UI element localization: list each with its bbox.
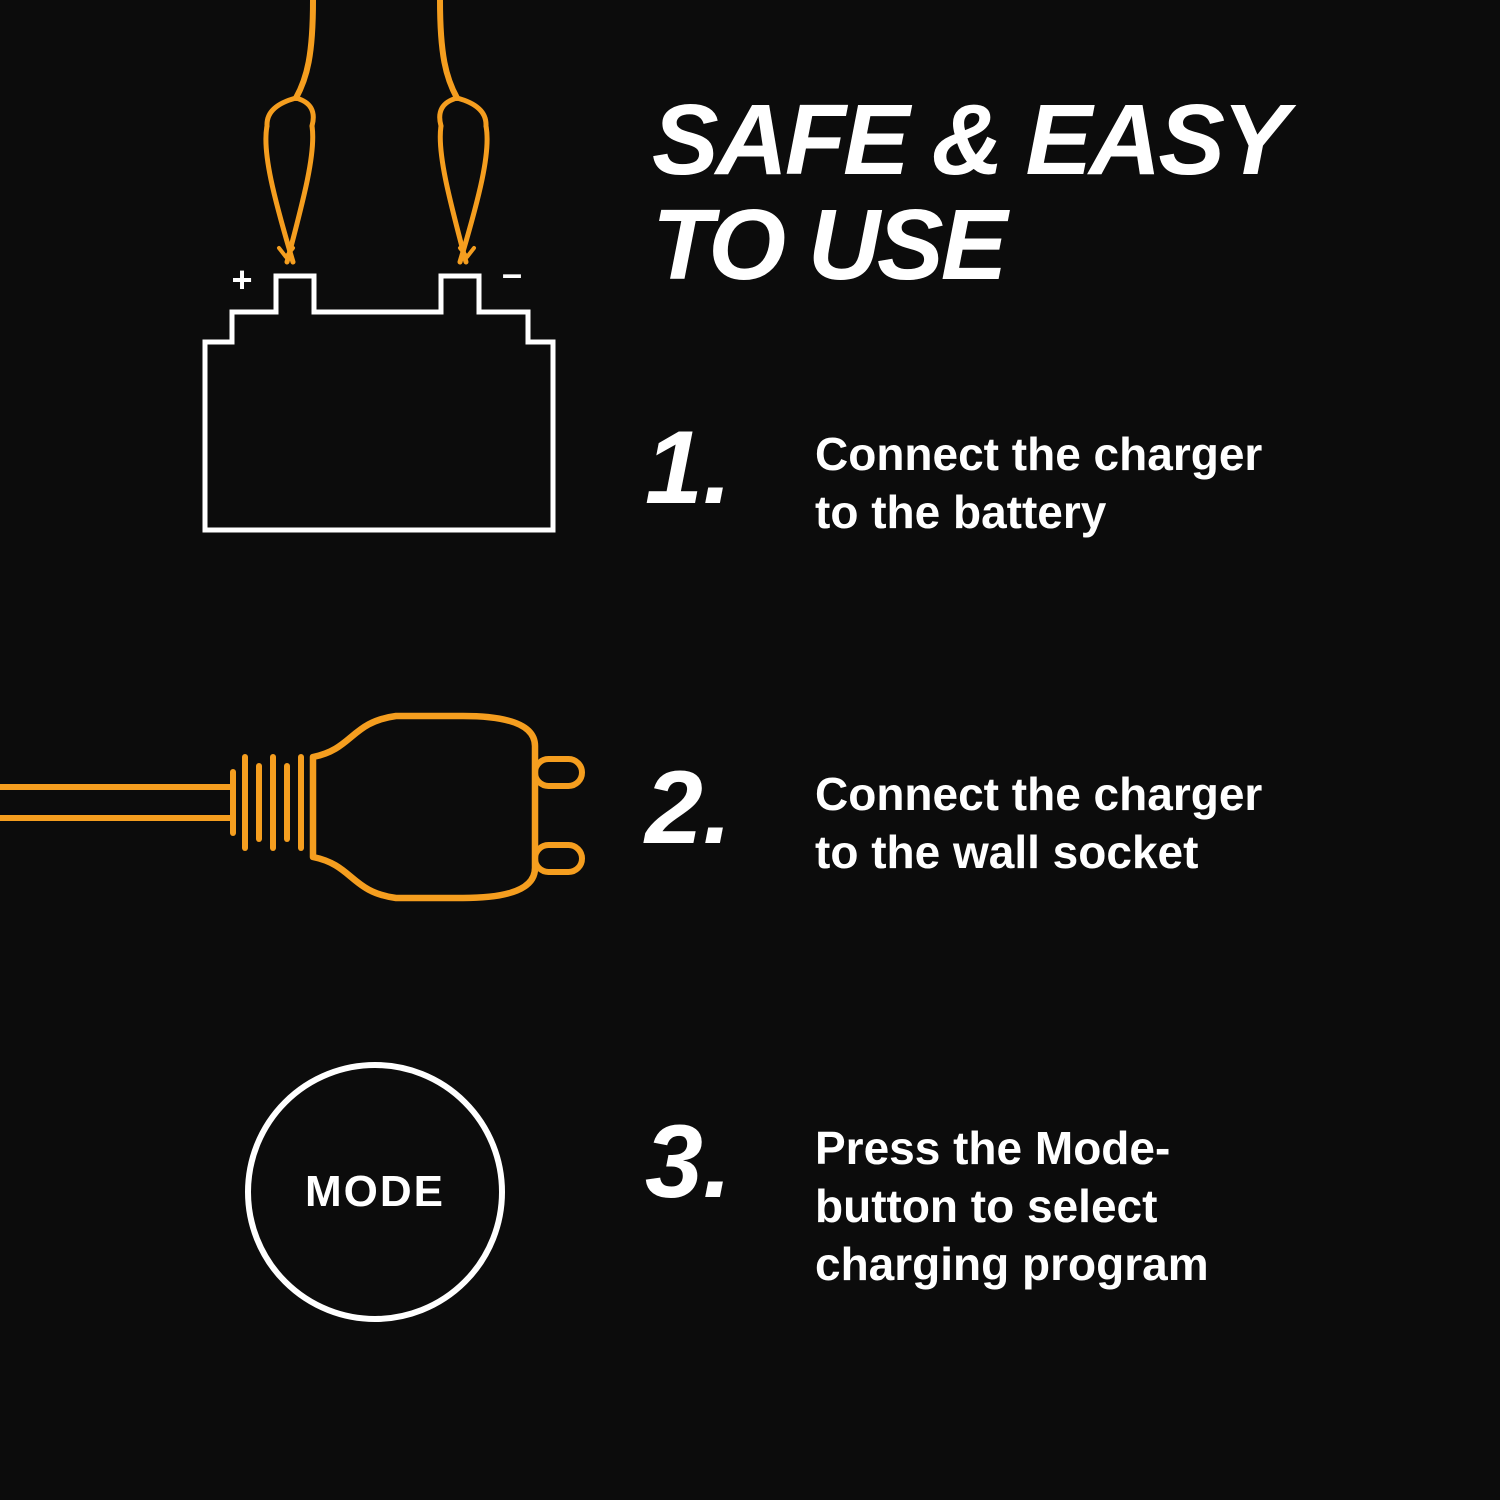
charger-clamp-positive-icon bbox=[263, 0, 316, 265]
step-number: 1. bbox=[645, 410, 732, 526]
power-plug-icon bbox=[0, 712, 585, 902]
plug-prongs bbox=[532, 756, 585, 875]
power-cord bbox=[0, 784, 236, 821]
battery-minus-label: – bbox=[502, 253, 522, 294]
step-text-line: charging program bbox=[815, 1237, 1209, 1290]
mode-button-icon: MODE bbox=[245, 1062, 505, 1322]
step-item-1: 1. Connect the charger to the battery bbox=[645, 410, 1262, 542]
charger-clamp-negative-icon bbox=[437, 0, 490, 265]
battery-outline bbox=[202, 273, 556, 533]
plug-strain-relief bbox=[230, 754, 304, 851]
step-number: 3. bbox=[645, 1104, 732, 1220]
step-text-line: Connect the charger bbox=[815, 428, 1263, 480]
step-text: Connect the charger to the wall socket bbox=[815, 758, 1262, 882]
page-title-line-1: SAFE & EASY bbox=[652, 84, 1289, 196]
battery-icon: + – bbox=[202, 0, 556, 533]
step-text-line: Connect the charger bbox=[815, 768, 1263, 820]
plug-body bbox=[309, 712, 539, 902]
step-item-3: 3. Press the Mode- button to select char… bbox=[645, 1104, 1209, 1294]
page-title-line-2: TO USE bbox=[652, 189, 1007, 301]
step-text-line: button to select bbox=[815, 1179, 1158, 1232]
step-number: 2. bbox=[645, 750, 732, 866]
mode-button-label: MODE bbox=[305, 1167, 445, 1216]
page-title: SAFE & EASY TO USE bbox=[652, 84, 1289, 301]
step-text-line: to the wall socket bbox=[815, 825, 1199, 878]
battery-plus-label: + bbox=[231, 259, 252, 300]
step-text: Press the Mode- button to select chargin… bbox=[815, 1112, 1209, 1294]
step-text-line: Press the Mode- bbox=[815, 1122, 1171, 1174]
step-item-2: 2. Connect the charger to the wall socke… bbox=[645, 750, 1262, 882]
step-text-line: to the battery bbox=[815, 485, 1107, 538]
step-text: Connect the charger to the battery bbox=[815, 418, 1262, 542]
